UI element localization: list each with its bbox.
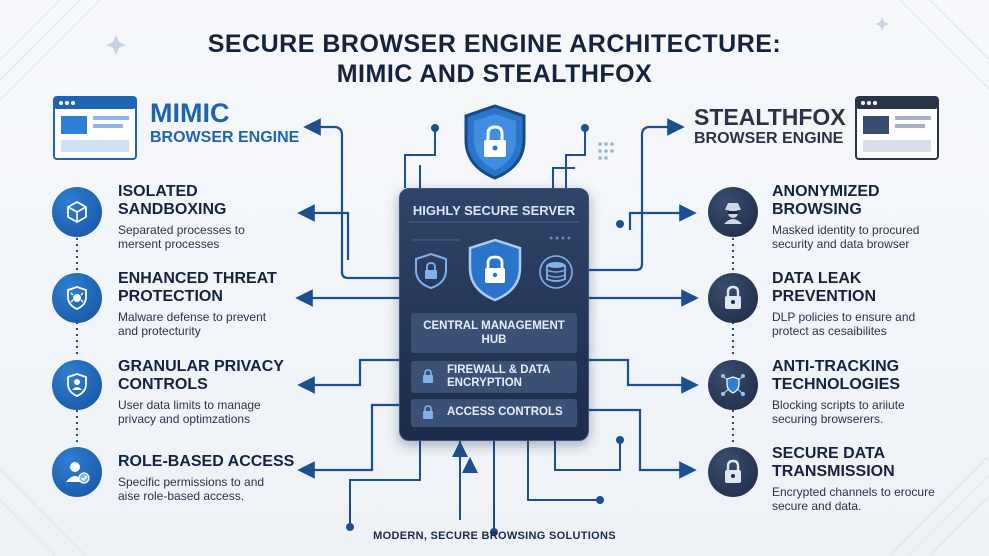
feature-anonymized-browsing: ANONYMIZED BROWSING Masked identity to p… — [772, 183, 982, 251]
feature-isolated-sandboxing: ISOLATED SANDBOXING Separated processes … — [118, 183, 318, 251]
server-decor — [409, 221, 579, 241]
stealthfox-browser-window-icon — [855, 96, 939, 160]
incognito-icon — [708, 187, 758, 237]
stealthfox-engine-subtitle: BROWSER ENGINE — [694, 130, 844, 147]
hub-label: CENTRAL MANAGEMENT HUB — [423, 320, 565, 346]
feature-data-leak-prevention: DATA LEAK PREVENTION DLP policies to ens… — [772, 270, 982, 338]
feature-role-based-access: ROLE-BASED ACCESS Specific permissions t… — [118, 453, 318, 503]
feature-heading: DATA LEAK PREVENTION — [772, 270, 877, 305]
user-shield-icon — [52, 360, 102, 410]
lock-icon — [708, 273, 758, 323]
access-controls: ACCESS CONTROLS — [411, 399, 577, 427]
feature-description: DLP policies to ensure and protect as ce… — [772, 310, 916, 338]
footer-tagline: MODERN, SECURE BROWSING SOLUTIONS — [373, 530, 616, 542]
feature-granular-privacy-controls: GRANULAR PRIVACY CONTROLS User data limi… — [118, 358, 318, 426]
feature-secure-data-transmission: SECURE DATA TRANSMISSION Encrypted chann… — [772, 445, 982, 513]
feature-description: User data limits to manage privacy and o… — [118, 398, 261, 426]
firewall-label: FIREWALL & DATA ENCRYPTION — [447, 364, 551, 389]
feature-heading: ANONYMIZED BROWSING — [772, 183, 880, 218]
feature-description: Masked identity to procured security and… — [772, 223, 920, 251]
access-controls-label: ACCESS CONTROLS — [447, 406, 563, 418]
title-line-1: SECURE BROWSER ENGINE ARCHITECTURE: — [207, 30, 782, 58]
shield-lock-icon — [464, 104, 526, 180]
firewall-encryption: FIREWALL & DATA ENCRYPTION — [411, 361, 577, 393]
user-check-icon — [52, 447, 102, 497]
mimic-engine-name: MIMIC — [150, 98, 230, 128]
mimic-browser-window-icon — [53, 96, 137, 160]
database-icon — [539, 255, 573, 289]
feature-description: Separated processes to mersent processes — [118, 223, 245, 251]
lock-icon — [423, 369, 433, 383]
title-line-2: MIMIC AND STEALTHFOX — [336, 60, 653, 88]
feature-heading: ENHANCED THREAT PROTECTION — [118, 270, 277, 305]
mimic-engine-subtitle: BROWSER ENGINE — [150, 129, 300, 146]
feature-anti-tracking-technologies: ANTI-TRACKING TECHNOLOGIES Blocking scri… — [772, 358, 982, 426]
feature-description: Blocking scripts to ariiute securing bro… — [772, 398, 905, 426]
feature-description: Malware defense to prevent and protectur… — [118, 310, 267, 338]
feature-enhanced-threat-protection: ENHANCED THREAT PROTECTION Malware defen… — [118, 270, 318, 338]
feature-heading: SECURE DATA TRANSMISSION — [772, 445, 895, 480]
feature-heading: ROLE-BASED ACCESS — [118, 453, 295, 470]
network-shield-icon — [708, 360, 758, 410]
feature-description: Encrypted channels to erocure secure and… — [772, 485, 935, 513]
small-shield-lock-icon — [415, 252, 447, 290]
feature-heading: ISOLATED SANDBOXING — [118, 183, 227, 218]
lock-icon — [708, 447, 758, 497]
stealthfox-engine-name: STEALTHFOX — [694, 104, 846, 130]
feature-heading: GRANULAR PRIVACY CONTROLS — [118, 358, 284, 393]
feature-description: Specific permissions to and aise role-ba… — [118, 475, 265, 503]
central-management-hub: CENTRAL MANAGEMENT HUB — [411, 313, 577, 353]
feature-heading: ANTI-TRACKING TECHNOLOGIES — [772, 358, 901, 393]
bug-shield-icon — [52, 273, 102, 323]
central-shield-lock-icon — [468, 238, 522, 302]
cube-icon — [52, 187, 102, 237]
lock-icon — [423, 405, 433, 419]
server-title: HIGHLY SECURE SERVER — [412, 203, 576, 218]
